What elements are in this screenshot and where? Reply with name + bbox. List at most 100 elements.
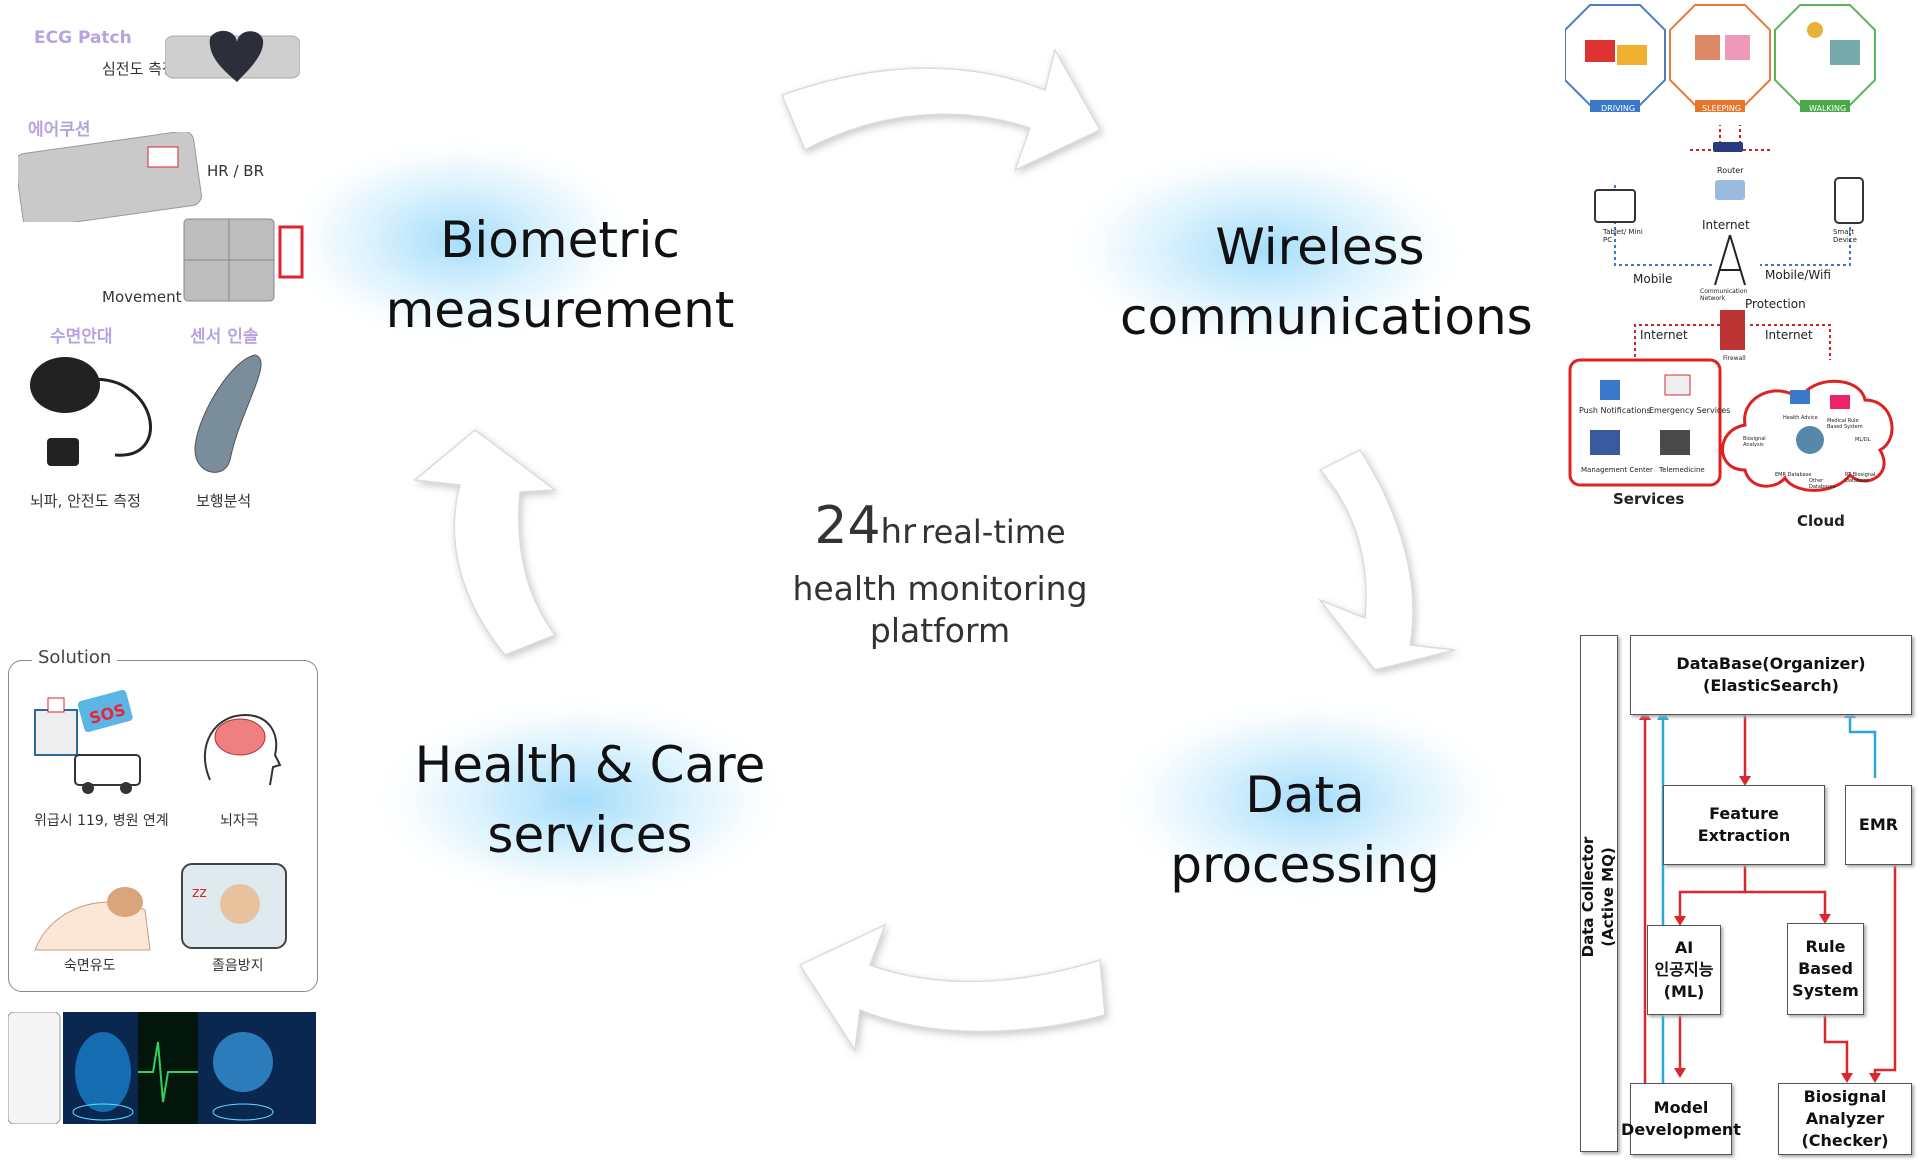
- emergency-label: 위급시 119, 병원 연계: [34, 813, 169, 829]
- net-management: Management Center: [1581, 466, 1653, 474]
- sleep-mask-label: 수면안대: [50, 327, 113, 347]
- rule-line1: Rule Based: [1798, 937, 1853, 978]
- solution-panel: [8, 660, 318, 992]
- net-internet-left: Internet: [1640, 328, 1688, 342]
- sleep-mask-image: [30, 357, 153, 466]
- net-firewall: Firewall: [1723, 355, 1746, 362]
- stage-health-line1: Health & Care: [414, 736, 766, 794]
- net-router: Router: [1717, 166, 1744, 175]
- drowsy-label: 졸음방지: [212, 958, 264, 974]
- feature-extraction-box: Feature Extraction: [1663, 785, 1825, 865]
- net-protection: Protection: [1745, 297, 1806, 311]
- monitoring-visual-strip: [8, 1012, 316, 1124]
- rule-based-box: Rule Based System: [1787, 923, 1864, 1015]
- eeg-ecg-label: 뇌파, 안전도 측정: [30, 492, 141, 510]
- net-mobile-wifi: Mobile/Wifi: [1765, 268, 1831, 282]
- biosignal-analyzer-box: Biosignal Analyzer (Checker): [1778, 1083, 1912, 1155]
- net-biosignal-analysis: Biosignal Analysis: [1743, 436, 1766, 448]
- glow-data: [1120, 700, 1500, 900]
- net-health-advice: Health Advice: [1783, 415, 1818, 421]
- stage-health: Health & Care services: [390, 730, 790, 870]
- net-other-databases: Other Databases: [1809, 478, 1836, 490]
- network-panel: DRIVING SLEEPING WALKING Router Internet…: [1565, 0, 1920, 540]
- center-big-number: 24: [814, 496, 881, 556]
- glow-biometric: [290, 140, 630, 340]
- arrow-right: [1317, 449, 1456, 671]
- db-line2: (ElasticSearch): [1703, 676, 1839, 695]
- sensor-panel: ECG Patch 심전도 측정 에어쿠션 HR / BR Movement 수…: [0, 0, 320, 520]
- net-cloud: Cloud: [1797, 512, 1845, 530]
- sensor-insole-label: 센서 인솔: [190, 327, 259, 347]
- stage-wireless-line1: Wireless: [1215, 218, 1425, 276]
- stage-wireless: Wireless communications: [1120, 212, 1533, 352]
- pipeline-panel: Data Collector (Active MQ) DataBase(Orga…: [1575, 630, 1915, 1160]
- stage-data-line2: processing: [1170, 836, 1440, 894]
- center-realtime: real-time: [921, 513, 1066, 551]
- bio-line1: Biosignal Analyzer: [1803, 1087, 1887, 1128]
- sleeping-person-icon: [34, 887, 151, 951]
- stage-wireless-line2: communications: [1120, 288, 1533, 346]
- brain-head-icon: [204, 713, 282, 786]
- ai-line1: AI: [1674, 938, 1694, 957]
- movement-label: Movement: [102, 288, 182, 306]
- bio-line2: (Checker): [1801, 1131, 1889, 1150]
- center-hr: hr: [880, 512, 917, 552]
- gait-label: 보행분석: [196, 492, 252, 510]
- net-sleeping: SLEEPING: [1702, 104, 1742, 113]
- air-cushion-image: [18, 132, 202, 222]
- stage-biometric-line2: measurement: [385, 281, 735, 339]
- collector-line1: Data Collector: [1579, 836, 1597, 958]
- ai-line2: 인공지능: [1654, 960, 1714, 979]
- model-line1: Model: [1653, 1098, 1709, 1117]
- database-box: DataBase(Organizer) (ElasticSearch): [1630, 635, 1912, 715]
- ai-box: AI 인공지능 (ML): [1647, 925, 1721, 1015]
- rule-line2: System: [1792, 981, 1859, 1000]
- net-medical-rule: Medical Rule Based System: [1827, 418, 1863, 430]
- net-mobile: Mobile: [1633, 272, 1673, 286]
- ecg-patch-label: ECG Patch: [34, 28, 132, 48]
- net-emr-database: EMR Database: [1775, 472, 1812, 478]
- net-emergency-services: Emergency Services: [1649, 406, 1731, 415]
- stage-health-line2: services: [487, 806, 693, 864]
- air-cushion-label: 에어쿠션: [28, 120, 91, 140]
- arrow-bottom: [798, 923, 1106, 1053]
- net-tablet: Tablet/ Mini PC: [1603, 228, 1643, 244]
- ecg-measure-label: 심전도 측정: [102, 60, 176, 78]
- emr-box: EMR: [1845, 785, 1912, 865]
- net-rt-biosignal: RT Biosignal Database: [1845, 472, 1876, 484]
- net-walking: WALKING: [1809, 104, 1847, 113]
- glow-health: [380, 700, 780, 900]
- hr-br-label: HR / BR: [207, 162, 265, 180]
- net-push: Push Notifications: [1579, 406, 1651, 415]
- db-line1: DataBase(Organizer): [1676, 654, 1866, 673]
- model-line2: Development: [1621, 1120, 1741, 1139]
- data-collector-label: Data Collector (Active MQ): [1578, 642, 1622, 1152]
- arrow-top: [781, 47, 1102, 172]
- sleep-label: 숙면유도: [64, 958, 116, 974]
- glow-wireless: [1070, 150, 1460, 350]
- stage-data-line1: Data: [1245, 766, 1365, 824]
- net-internet-top: Internet: [1702, 218, 1750, 232]
- brain-label: 뇌자극: [220, 813, 259, 829]
- net-telemedicine: Telemedicine: [1659, 466, 1705, 474]
- net-ml-dl: ML/DL: [1855, 437, 1871, 443]
- movement-sensor-image: [183, 218, 304, 302]
- net-smart-device: Smart Device: [1833, 228, 1857, 244]
- network-diagram: [1565, 4, 1894, 492]
- net-internet-right: Internet: [1765, 328, 1813, 342]
- drowsy-driver-icon: zz: [181, 863, 287, 949]
- svg-text:zz: zz: [192, 885, 207, 901]
- ecg-patch-image: [165, 30, 300, 82]
- model-development-box: Model Development: [1621, 1083, 1741, 1155]
- center-line2: health monitoring: [792, 569, 1088, 608]
- hospital-ambulance-icon: SOS: [34, 690, 141, 794]
- net-driving: DRIVING: [1601, 104, 1636, 113]
- net-comm-network: Communication Network: [1700, 288, 1748, 302]
- arrow-left: [413, 429, 558, 656]
- stage-biometric-line1: Biometric: [440, 211, 680, 269]
- collector-line2: (Active MQ): [1599, 847, 1617, 947]
- stage-data: Data processing: [1105, 760, 1505, 900]
- data-collector-box: [1580, 635, 1618, 1152]
- net-services: Services: [1613, 490, 1685, 508]
- solution-title: Solution: [32, 647, 118, 668]
